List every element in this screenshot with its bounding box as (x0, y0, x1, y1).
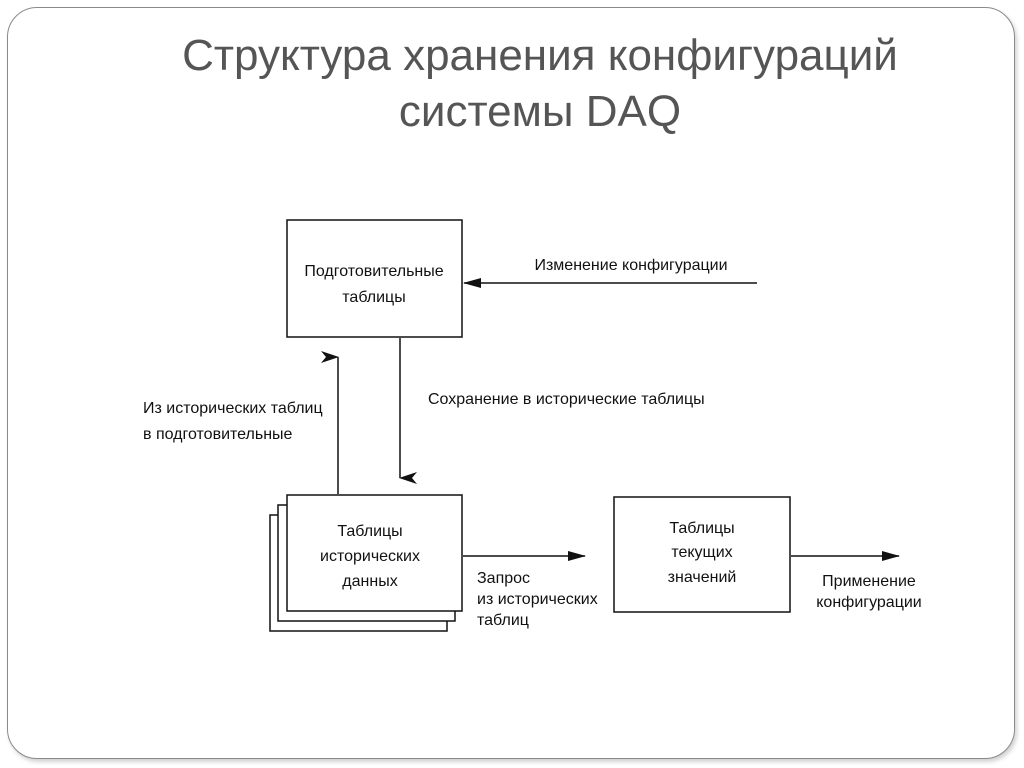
save-to-hist-label: Сохранение в исторические таблицы (428, 391, 705, 408)
hist-tables-label-3: данных (342, 573, 397, 590)
prep-tables-label-2: таблицы (342, 289, 405, 306)
slide-frame (7, 7, 1015, 759)
title-line-2: системы DAQ (398, 87, 682, 136)
current-tables-label-3: значений (668, 569, 737, 586)
prep-tables-box: Подготовительные таблицы (286, 219, 463, 338)
title-line-1: Структура хранения конфигураций (182, 31, 898, 80)
apply-label-2: конфигурации (816, 594, 922, 611)
from-hist-label-1: Из исторических таблиц (143, 400, 323, 417)
from-hist-label-2: в подготовительные (143, 426, 293, 443)
hist-tables-stack: Таблицы исторических данных (269, 494, 463, 632)
hist-tables-label-1: Таблицы (337, 523, 402, 540)
current-tables-label-2: текущих (671, 544, 732, 561)
prep-tables-label-1: Подготовительные (304, 263, 443, 280)
query-label-3: таблиц (477, 612, 529, 629)
hist-tables-label-2: исторических (320, 548, 420, 565)
query-label-2: из исторических (477, 591, 598, 608)
current-tables-box: Таблицы текущих значений (613, 496, 791, 613)
query-label-1: Запрос (477, 570, 530, 587)
config-change-label: Изменение конфигурации (534, 257, 727, 274)
apply-label-1: Применение (822, 573, 916, 590)
hist-tables-box (286, 494, 463, 612)
current-tables-label-1: Таблицы (669, 520, 734, 537)
slide-title: Структура хранения конфигураций системы … (100, 28, 980, 140)
